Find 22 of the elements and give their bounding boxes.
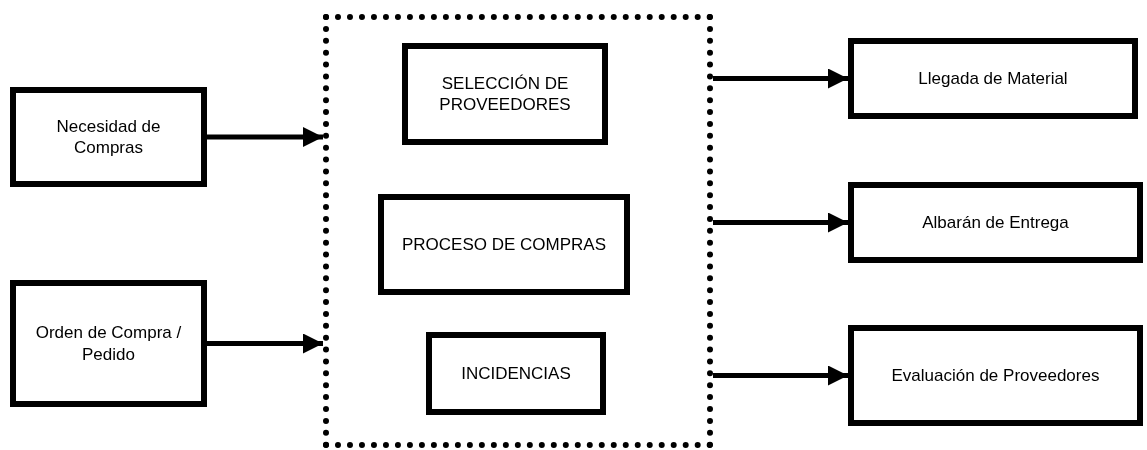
process-box (848, 325, 1143, 426)
arrow (713, 365, 848, 386)
process-box (426, 332, 606, 415)
process-box (378, 194, 630, 295)
process-box (10, 87, 207, 187)
arrow (207, 127, 323, 147)
box-label: Orden de Compra / Pedido (34, 322, 183, 365)
box-label: Albarán de Entrega (921, 211, 1070, 234)
arrow (713, 68, 848, 89)
dotted-group-box (323, 14, 713, 448)
box-label: INCIDENCIAS (460, 362, 572, 385)
process-box (10, 280, 207, 407)
box-label: Necesidad de Compras (55, 115, 162, 159)
box-label: PROCESO DE COMPRAS (400, 233, 607, 256)
process-box (848, 38, 1138, 119)
process-box (848, 182, 1143, 263)
box-label: Llegada de Material (917, 67, 1069, 90)
box-label: SELECCIÓN DE PROVEEDORES (438, 72, 572, 116)
process-box (402, 43, 608, 145)
arrow (713, 212, 848, 233)
arrow (207, 333, 323, 354)
box-label: Evaluación de Proveedores (890, 364, 1101, 387)
